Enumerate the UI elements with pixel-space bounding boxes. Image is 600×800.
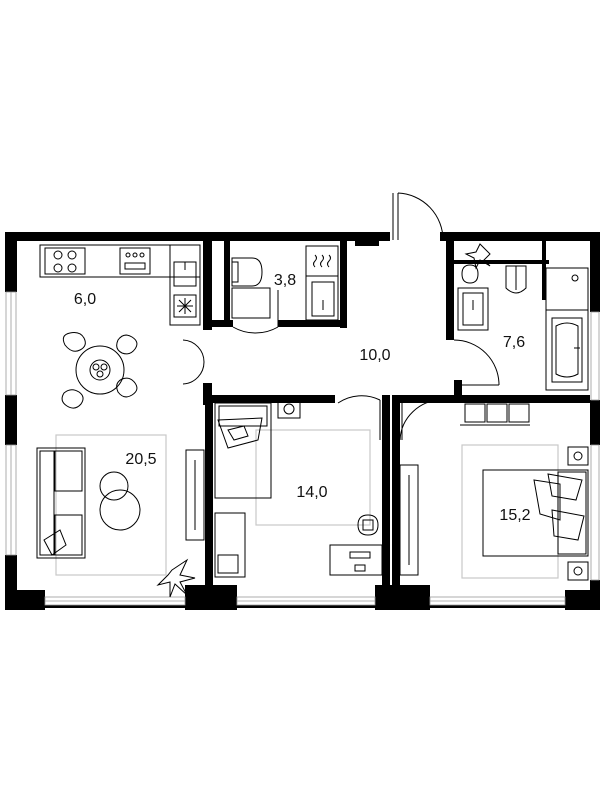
toilet-furniture [231,245,339,321]
kitchen-area-label: 6,0 [74,291,96,308]
windows [5,291,600,606]
bedroom-1-area-label: 14,0 [296,484,327,501]
bathroom-area-label: 7,6 [503,334,525,351]
living-room-area-label: 20,5 [125,451,156,468]
toilet-area-label: 3,8 [274,272,296,289]
bedroom-2-area-label: 15,2 [499,507,530,524]
living-room-furniture [36,434,205,598]
bedroom-2-furniture [399,403,589,581]
bedroom-1-furniture [214,399,383,578]
room-labels: 6,0 20,5 3,8 10,0 7,6 14,0 15,2 [74,272,531,524]
doors [182,192,500,441]
outer-walls [5,232,600,610]
hallway-area-label: 10,0 [359,347,390,364]
bathroom-furniture [457,243,589,391]
interior-walls [203,240,590,595]
dining-table [61,332,138,409]
kitchen-furniture [39,244,201,326]
